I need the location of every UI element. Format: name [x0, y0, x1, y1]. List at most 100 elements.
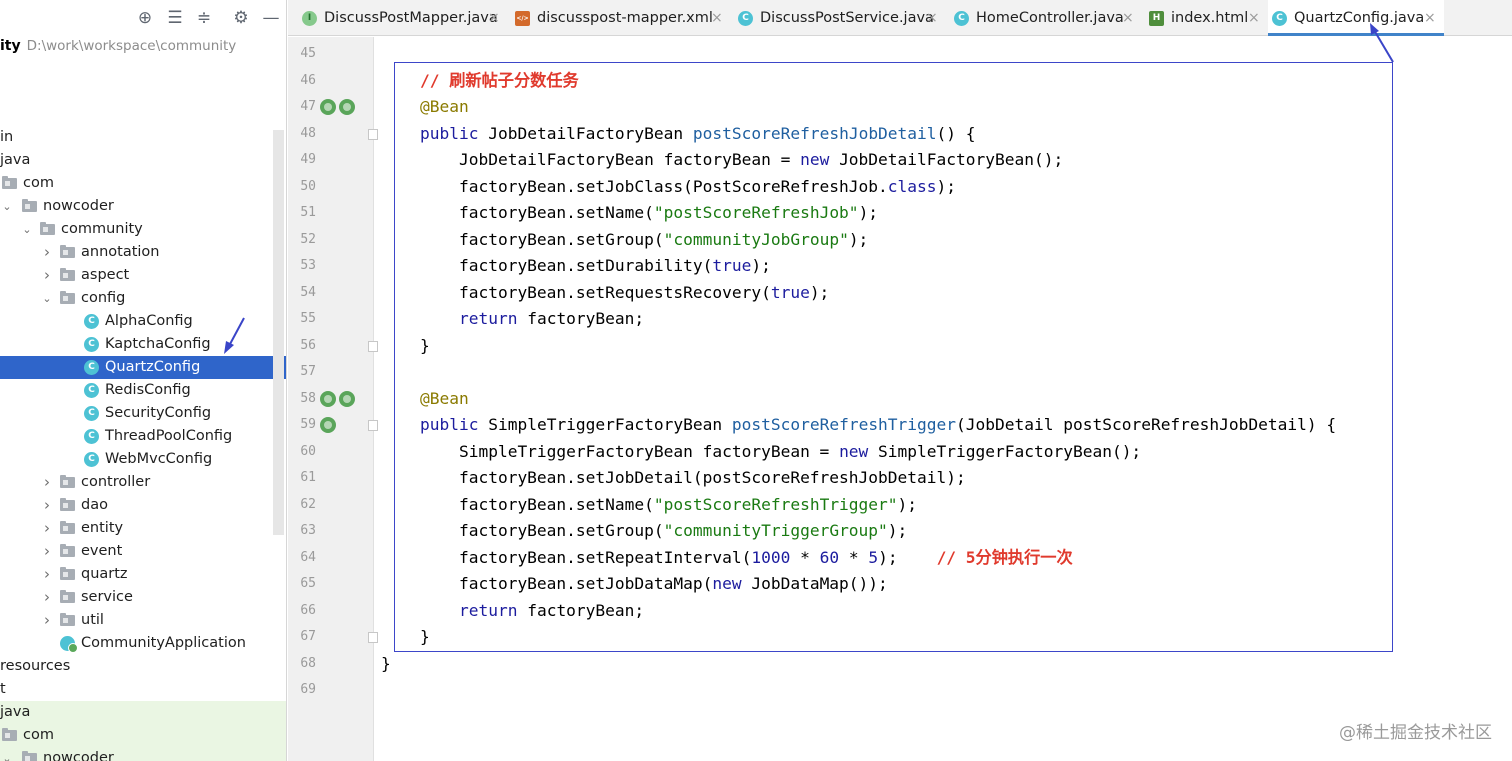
tree-item-t[interactable]: t [0, 678, 286, 701]
code-line[interactable]: factoryBean.setJobDataMap(new JobDataMap… [381, 571, 888, 598]
code-line[interactable]: } [381, 333, 430, 360]
folder-icon [60, 268, 75, 281]
tree-item-service[interactable]: ›service [0, 586, 286, 609]
code-token: SimpleTriggerFactoryBean [488, 415, 732, 434]
tree-item-util[interactable]: ›util [0, 609, 286, 632]
class-icon: C [84, 406, 99, 421]
code-line[interactable]: } [381, 651, 391, 678]
code-line[interactable]: JobDetailFactoryBean factoryBean = new J… [381, 147, 1063, 174]
close-icon[interactable]: × [1122, 10, 1134, 26]
code-line[interactable]: factoryBean.setDurability(true); [381, 253, 771, 280]
code-line[interactable]: factoryBean.setGroup("communityTriggerGr… [381, 518, 907, 545]
tree-item-com[interactable]: com [0, 724, 286, 747]
tree-item-in[interactable]: in [0, 126, 286, 149]
fold-marker-icon[interactable] [368, 340, 378, 352]
chevron-down-icon[interactable]: ⌄ [42, 292, 52, 305]
close-icon[interactable]: × [488, 10, 500, 26]
code-line[interactable]: @Bean [381, 386, 469, 413]
spring-bean-icon[interactable] [339, 390, 355, 407]
tab-discusspost-mapper-xml[interactable]: </>discusspost-mapper.xml× [511, 0, 726, 35]
tree-item-nowcoder[interactable]: ⌄nowcoder [0, 747, 286, 761]
chevron-down-icon[interactable]: ⌄ [2, 200, 12, 213]
spring-bean-icon[interactable] [320, 99, 336, 115]
chevron-down-icon[interactable]: ⌄ [2, 752, 12, 761]
tree-item-community[interactable]: ⌄community [0, 218, 286, 241]
expand-all-icon[interactable]: ≑ [196, 8, 212, 28]
tree-item-communityapplication[interactable]: CommunityApplication [0, 632, 286, 655]
chevron-right-icon[interactable]: › [44, 243, 50, 261]
chevron-right-icon[interactable]: › [44, 588, 50, 606]
code-line[interactable]: factoryBean.setGroup("communityJobGroup"… [381, 227, 868, 254]
code-line[interactable]: // 刷新帖子分数任务 [381, 68, 579, 95]
tree-scrollbar[interactable] [273, 130, 284, 535]
code-line[interactable]: } [381, 624, 430, 651]
tree-item-com[interactable]: com [0, 172, 286, 195]
chevron-right-icon[interactable]: › [44, 496, 50, 514]
code-line[interactable]: factoryBean.setJobDetail(postScoreRefres… [381, 465, 966, 492]
spring-bean-icon[interactable] [339, 99, 355, 115]
close-icon[interactable]: × [711, 10, 723, 26]
tree-item-aspect[interactable]: ›aspect [0, 264, 286, 287]
spring-bean-icon[interactable] [320, 390, 336, 407]
tree-item-nowcoder[interactable]: ⌄nowcoder [0, 195, 286, 218]
tree-item-entity[interactable]: ›entity [0, 517, 286, 540]
tree-item-annotation[interactable]: ›annotation [0, 241, 286, 264]
code-line[interactable]: return factoryBean; [381, 598, 644, 625]
code-line[interactable]: SimpleTriggerFactoryBean factoryBean = n… [381, 439, 1141, 466]
tree-item-controller[interactable]: ›controller [0, 471, 286, 494]
chevron-right-icon[interactable]: › [44, 542, 50, 560]
code-line[interactable]: @Bean [381, 94, 469, 121]
code-line[interactable]: factoryBean.setName("postScoreRefreshJob… [381, 200, 878, 227]
code-token: 60 [819, 547, 849, 567]
fold-marker-icon[interactable] [368, 128, 378, 140]
collapse-all-icon[interactable]: ☰ [167, 8, 183, 28]
fold-marker-icon[interactable] [368, 420, 378, 431]
close-icon[interactable]: × [926, 10, 938, 26]
code-line[interactable]: factoryBean.setRepeatInterval(1000 * 60 … [381, 545, 1073, 572]
close-icon[interactable]: × [1424, 10, 1436, 26]
code-line[interactable]: public JobDetailFactoryBean postScoreRef… [381, 121, 976, 148]
tree-item-dao[interactable]: ›dao [0, 494, 286, 517]
code-line[interactable]: factoryBean.setRequestsRecovery(true); [381, 280, 829, 307]
chevron-right-icon[interactable]: › [44, 473, 50, 491]
tree-item-event[interactable]: ›event [0, 540, 286, 563]
spring-bean-icon[interactable] [320, 417, 336, 433]
tree-item-java[interactable]: java [0, 701, 286, 724]
chevron-right-icon[interactable]: › [44, 266, 50, 284]
tree-item-resources[interactable]: resources [0, 655, 286, 678]
tree-item-config[interactable]: ⌄config [0, 287, 286, 310]
close-icon[interactable]: × [1248, 10, 1260, 26]
code-line[interactable]: factoryBean.setName("postScoreRefreshTri… [381, 492, 917, 519]
target-icon[interactable]: ⊕ [137, 8, 153, 28]
code-line[interactable]: factoryBean.setJobClass(PostScoreRefresh… [381, 174, 956, 201]
minimize-icon[interactable]: — [262, 8, 280, 28]
code-token: "communityJobGroup" [663, 229, 849, 249]
code-line[interactable]: return factoryBean; [381, 306, 644, 333]
chevron-right-icon[interactable]: › [44, 611, 50, 629]
chevron-down-icon[interactable]: ⌄ [22, 223, 32, 236]
fold-marker-icon[interactable] [368, 632, 378, 643]
code-line[interactable]: public SimpleTriggerFactoryBean postScor… [381, 412, 1336, 439]
chevron-right-icon[interactable]: › [44, 519, 50, 537]
tree-item-quartz[interactable]: ›quartz [0, 563, 286, 586]
line-number: 53 [300, 258, 316, 273]
code-token: JobDetailFactoryBean [488, 123, 693, 143]
tree-item-java[interactable]: java [0, 149, 286, 172]
code-editor[interactable]: // 刷新帖子分数任务 @Bean public JobDetailFactor… [375, 37, 1512, 761]
gear-icon[interactable]: ⚙ [233, 8, 249, 28]
chevron-right-icon[interactable]: › [44, 565, 50, 583]
